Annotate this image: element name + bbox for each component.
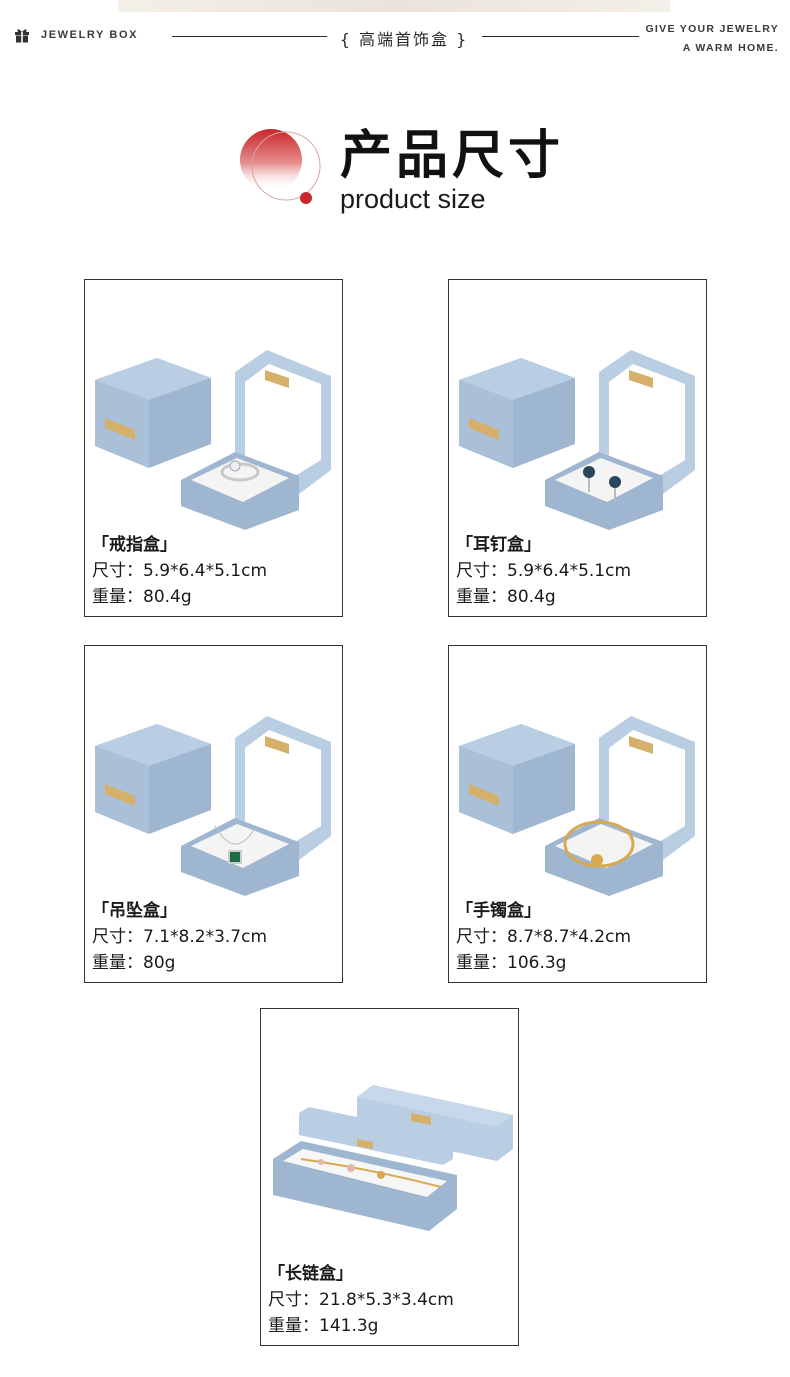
open-box <box>545 716 695 896</box>
jewelry-bangle <box>563 820 635 868</box>
open-box <box>181 350 331 530</box>
product-info: 「手镯盒」 尺寸：8.7*8.7*4.2cm 重量：106.3g <box>456 898 631 976</box>
top-banner-strip <box>118 0 670 12</box>
gold-clasp <box>265 370 289 388</box>
page-header: JEWELRY BOX { 高端首饰盒 } GIVE YOUR JEWELRY … <box>0 0 790 70</box>
product-name: 「戒指盒」 <box>92 535 177 555</box>
product-image <box>459 716 695 896</box>
product-weight: 重量：106.3g <box>456 953 567 973</box>
product-size: 尺寸：8.7*8.7*4.2cm <box>456 927 632 947</box>
jewelry-bracelet <box>300 1158 442 1188</box>
header-tagline: GIVE YOUR JEWELRY A WARM HOME. <box>645 20 779 58</box>
gold-clasp <box>469 418 499 440</box>
product-info: 「长链盒」 尺寸：21.8*5.3*3.4cm 重量：141.3g <box>268 1261 454 1339</box>
closed-box <box>459 358 575 468</box>
gold-clasp <box>265 736 289 754</box>
brand-text: JEWELRY BOX <box>41 29 139 41</box>
gold-clasp <box>629 370 653 388</box>
product-info: 「戒指盒」 尺寸：5.9*6.4*5.1cm 重量：80.4g <box>92 532 267 610</box>
red-circle-decoration <box>240 129 321 204</box>
jewelry-ring <box>220 460 260 482</box>
divider-right <box>482 36 639 37</box>
closed-box <box>459 724 575 834</box>
gold-clasp <box>469 784 499 806</box>
product-name: 「吊坠盒」 <box>92 901 177 921</box>
product-info: 「吊坠盒」 尺寸：7.1*8.2*3.7cm 重量：80g <box>92 898 267 976</box>
product-size: 尺寸：5.9*6.4*5.1cm <box>456 561 632 581</box>
jewelry-pendant <box>214 825 256 864</box>
product-image <box>95 350 331 530</box>
product-card-bangle[interactable]: 「手镯盒」 尺寸：8.7*8.7*4.2cm 重量：106.3g <box>448 645 707 983</box>
product-weight: 重量：141.3g <box>268 1316 379 1336</box>
gold-clasp <box>629 736 653 754</box>
gift-icon <box>15 29 29 43</box>
product-size: 尺寸：7.1*8.2*3.7cm <box>92 927 268 947</box>
product-name: 「长链盒」 <box>268 1264 353 1284</box>
brand: JEWELRY BOX <box>14 27 138 43</box>
product-card-bracelet[interactable]: 「长链盒」 尺寸：21.8*5.3*3.4cm 重量：141.3g <box>260 1008 519 1346</box>
gold-clasp <box>357 1139 373 1149</box>
product-weight: 重量：80g <box>92 953 176 973</box>
product-image <box>273 1085 513 1231</box>
closed-box <box>95 358 211 468</box>
product-info: 「耳钉盒」 尺寸：5.9*6.4*5.1cm 重量：80.4g <box>456 532 631 610</box>
product-card-ring[interactable]: 「戒指盒」 尺寸：5.9*6.4*5.1cm 重量：80.4g <box>84 279 343 617</box>
product-card-earrings[interactable]: 「耳钉盒」 尺寸：5.9*6.4*5.1cm 重量：80.4g <box>448 279 707 617</box>
tagline-line-1: GIVE YOUR JEWELRY <box>645 23 779 35</box>
product-image <box>459 350 695 530</box>
closed-box <box>95 724 211 834</box>
jewelry-earrings <box>583 466 621 502</box>
product-weight: 重量：80.4g <box>456 587 556 607</box>
product-name: 「手镯盒」 <box>456 901 541 921</box>
header-center-title: { 高端首饰盒 } <box>339 30 469 49</box>
product-weight: 重量：80.4g <box>92 587 192 607</box>
gold-clasp <box>411 1113 431 1125</box>
product-size: 尺寸：5.9*6.4*5.1cm <box>92 561 268 581</box>
section-title-zh: 产品尺寸 <box>340 126 565 186</box>
product-name: 「耳钉盒」 <box>456 535 541 555</box>
section-title-en: product size <box>340 184 486 214</box>
closed-long-box <box>357 1085 513 1161</box>
gold-clasp <box>105 418 135 440</box>
product-size: 尺寸：21.8*5.3*3.4cm <box>268 1290 454 1310</box>
open-box <box>545 350 695 530</box>
product-card-pendant[interactable]: 「吊坠盒」 尺寸：7.1*8.2*3.7cm 重量：80g <box>84 645 343 983</box>
section-heading: 产品尺寸 product size <box>236 126 576 226</box>
divider-left <box>172 36 327 37</box>
tagline-line-2: A WARM HOME. <box>682 42 779 54</box>
product-image <box>95 716 331 896</box>
gold-clasp <box>105 784 135 806</box>
